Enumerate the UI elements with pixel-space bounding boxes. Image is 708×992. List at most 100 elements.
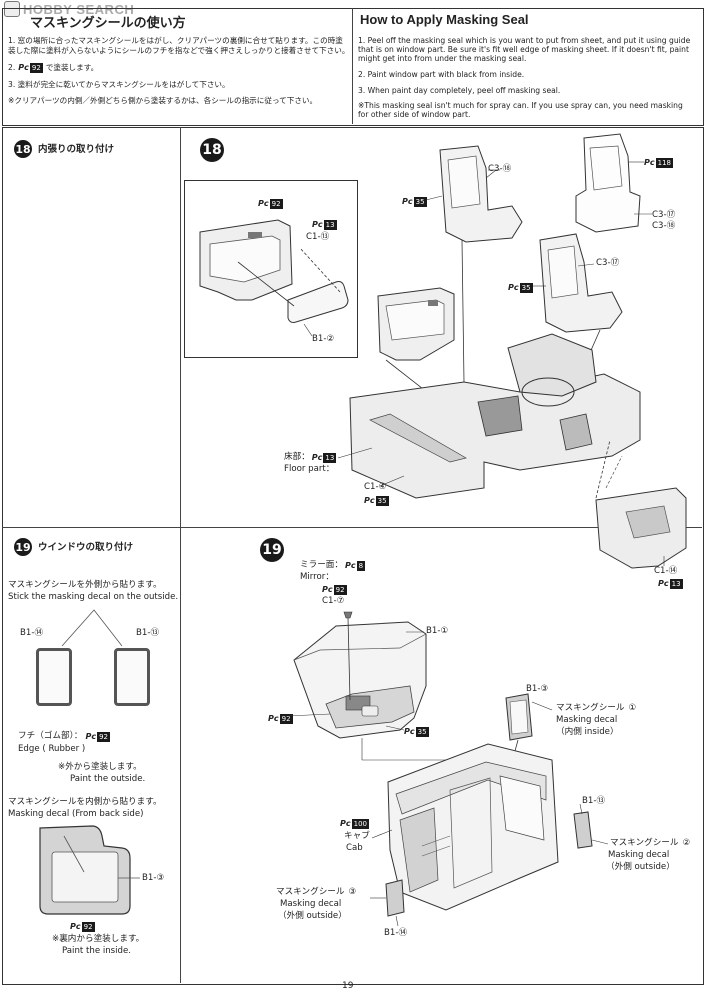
- header-right-line-7: for other side of window part.: [358, 110, 471, 119]
- step-19-left-title: ウインドウの取り付け: [38, 542, 134, 553]
- header-left-line-2: 装した際に塗料が入らないようにシールのフチを指などで強く押さえしっかりと接着させ…: [8, 46, 350, 55]
- inside-instruction-jp: マスキングシールを内側から貼ります。: [8, 797, 162, 807]
- label-b1-13-left: B1-⑬: [136, 628, 160, 638]
- label-c3-17-a: C3-⑰: [652, 210, 676, 220]
- masking-decal-2-side: （外側 outside）: [606, 862, 675, 872]
- header-right-title: How to Apply Masking Seal: [360, 12, 529, 27]
- masking-decal-1-side: （内側 inside）: [556, 727, 619, 737]
- header-right-line-3: might get into from under the masking se…: [358, 54, 527, 63]
- masking-decal-3-side: （外側 outside）: [278, 911, 347, 921]
- paint-outside-jp: ※外から塗装します。: [58, 762, 142, 772]
- logo-mark-icon: [4, 1, 20, 17]
- step-18-left-title: 内張りの取り付け: [38, 144, 115, 155]
- edge-label-en: Edge ( Rubber ): [18, 744, 86, 754]
- header-divider: [352, 8, 353, 124]
- cab-label-jp: キャブ: [344, 831, 370, 841]
- step-19-left-badge: 19: [14, 538, 32, 556]
- label-c3-18-b: C3-⑱: [652, 221, 676, 231]
- step-19-main-badge: 19: [260, 538, 284, 562]
- header-left-step2-text: で塗装します。: [45, 63, 99, 73]
- label-b1-3-left: B1-③: [142, 873, 165, 883]
- label-b1-3-main: B1-③: [526, 684, 549, 694]
- paint-inside-jp: ※裏内から塗装します。: [52, 934, 145, 944]
- floor-label-en: Floor part：: [284, 464, 335, 474]
- header-left-line-1: 1. 窓の場所に合ったマスキングシールをはがし、クリアパーツの裏側に合せて貼りま…: [8, 36, 343, 45]
- step-18-left-badge: 18: [14, 140, 32, 158]
- label-c1-7: C1-⑦: [322, 596, 345, 606]
- left-column-divider: [180, 127, 181, 983]
- mirror-label-en: Mirror：: [300, 572, 334, 582]
- header-box: [2, 8, 704, 126]
- header-right-line-4: 2. Paint window part with black from ins…: [358, 70, 525, 79]
- label-c1-14: C1-⑭: [654, 566, 678, 576]
- header-right-line-1: 1. Peel off the masking seal which is yo…: [358, 36, 691, 45]
- logo-text: HOBBY SEARCH: [23, 1, 135, 17]
- window-part-b1-14: [36, 648, 72, 706]
- header-left-title: マスキングシールの使い方: [30, 15, 186, 30]
- label-b1-13-main: B1-⑬: [582, 796, 606, 806]
- outside-instruction-jp: マスキングシールを外側から貼ります。: [8, 580, 162, 590]
- label-b1-2: B1-②: [312, 334, 335, 344]
- inside-instruction-en: Masking decal (From back side): [8, 809, 144, 819]
- masking-decal-2-en: Masking decal: [608, 850, 670, 860]
- masking-decal-1-en: Masking decal: [556, 715, 618, 725]
- header-left-step2-num: 2.: [8, 63, 16, 73]
- left-step-divider: [2, 527, 180, 528]
- paint-outside-en: Paint the outside.: [70, 774, 146, 784]
- label-b1-14-main: B1-⑭: [384, 928, 408, 938]
- label-c1-13: C1-⑬: [306, 232, 330, 242]
- step-18-main-badge: 18: [200, 138, 224, 162]
- main-step-divider: [180, 527, 702, 528]
- label-b1-14-left: B1-⑭: [20, 628, 44, 638]
- outside-instruction-en: Stick the masking decal on the outside.: [8, 592, 179, 602]
- door-panel-inset-box: [184, 180, 358, 358]
- label-c3-17-b: C3-⑰: [596, 258, 620, 268]
- label-c1-4: C1-④: [364, 482, 387, 492]
- header-left-line-4: 3. 塗料が完全に乾いてからマスキングシールをはがして下さい。: [8, 80, 230, 89]
- cab-label-en: Cab: [346, 843, 363, 853]
- label-c3-18-a: C3-⑱: [488, 164, 512, 174]
- label-b1-1: B1-①: [426, 626, 449, 636]
- header-right-line-6: ※This masking seal isn't much for spray …: [358, 101, 683, 110]
- main-frame: [2, 127, 704, 985]
- header-right-line-5: 3. When paint day completely, peel off m…: [358, 86, 561, 95]
- header-right-line-2: that is on window part. Be sure it's fit…: [358, 45, 689, 54]
- window-part-b1-13: [114, 648, 150, 706]
